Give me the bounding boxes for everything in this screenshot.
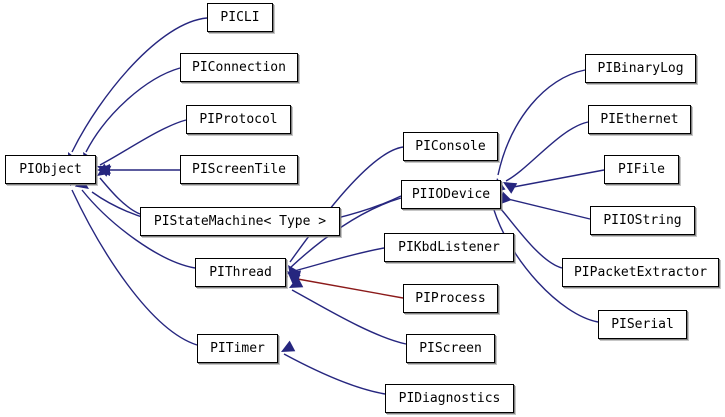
edge-p-piserial-io — [493, 209, 599, 323]
class-node-label: PIKbdListener — [398, 240, 500, 255]
edge-p-piprotocol — [99, 119, 187, 166]
class-node-label: PISerial — [611, 317, 674, 332]
edge-p-pifile-io — [507, 169, 605, 189]
class-node-picli[interactable]: PICLI — [207, 3, 273, 32]
class-node-label: PIScreen — [419, 341, 482, 356]
class-node-label: PIScreenTile — [192, 162, 286, 177]
class-node-piscreen[interactable]: PIScreen — [406, 334, 495, 363]
class-node-piconsole[interactable]: PIConsole — [403, 132, 498, 161]
class-node-pikbdlistener[interactable]: PIKbdListener — [384, 233, 514, 262]
class-node-label: PIConnection — [192, 60, 286, 75]
edge-p-pidiagnostics-tmr — [283, 353, 386, 395]
class-node-piobject[interactable]: PIObject — [5, 155, 96, 184]
class-node-piscreentile[interactable]: PIScreenTile — [180, 155, 298, 184]
class-node-label: PIIODevice — [411, 187, 491, 202]
class-node-pithread[interactable]: PIThread — [195, 258, 286, 287]
class-node-pipacketextractor[interactable]: PIPacketExtractor — [562, 258, 719, 287]
edge-p-piiostring-io — [507, 198, 591, 220]
class-node-piiodevice[interactable]: PIIODevice — [401, 180, 501, 209]
arrowhead-p-piscreen-thr — [289, 276, 304, 288]
class-node-piconnection[interactable]: PIConnection — [180, 53, 298, 82]
class-node-label: PIThread — [209, 265, 272, 280]
edge-p-picli — [71, 17, 208, 153]
edge-p-pistatemachine — [99, 177, 141, 215]
class-node-label: PITimer — [210, 341, 265, 356]
class-node-pifile[interactable]: PIFile — [604, 155, 679, 184]
arrowhead-p-pidiagnostics-tmr — [281, 340, 296, 352]
class-node-label: PIStateMachine< Type > — [153, 214, 327, 229]
class-node-piprotocol[interactable]: PIProtocol — [186, 105, 291, 134]
class-node-label: PIProtocol — [199, 112, 278, 127]
edge-p-piconnection — [85, 67, 181, 153]
edge-p-pipacketext-io — [499, 207, 563, 269]
edge-p-pikbdlistener-thr — [289, 247, 385, 273]
edge-p-piscreen-thr — [291, 289, 407, 345]
class-node-label: PIIOString — [603, 213, 682, 228]
class-node-label: PIPacketExtractor — [573, 265, 708, 280]
class-node-piserial[interactable]: PISerial — [598, 310, 687, 339]
class-node-label: PIObject — [19, 162, 82, 177]
arrowhead-p-pipacketext-io — [498, 191, 512, 205]
edge-p-piethernet-io — [505, 121, 589, 182]
class-node-piiostring[interactable]: PIIOString — [590, 206, 695, 235]
edge-p-pithread-obj — [81, 189, 196, 269]
class-node-piethernet[interactable]: PIEthernet — [588, 105, 691, 134]
class-node-pibinarylog[interactable]: PIBinaryLog — [585, 54, 696, 83]
edge-p-piprocess-thr — [291, 277, 404, 299]
edge-p-piconsole-thr — [289, 146, 404, 263]
class-node-label: PIDiagnostics — [398, 391, 501, 406]
edge-p-piiodevice-thr — [289, 197, 402, 269]
class-node-label: PICLI — [220, 10, 260, 25]
edge-p-pitimer-obj — [71, 189, 198, 346]
class-node-label: PIProcess — [415, 291, 486, 306]
class-node-piprocess[interactable]: PIProcess — [403, 284, 498, 313]
class-node-label: PIConsole — [415, 139, 486, 154]
class-node-label: PIFile — [618, 162, 665, 177]
class-node-pitimer[interactable]: PITimer — [197, 334, 278, 363]
arrowhead-p-piethernet-io — [503, 182, 518, 194]
class-node-label: PIEthernet — [600, 112, 679, 127]
edge-p-pibinarylog-io — [497, 69, 586, 176]
class-node-pidiagnostics[interactable]: PIDiagnostics — [385, 384, 514, 413]
class-node-label: PIBinaryLog — [597, 61, 684, 76]
arrowhead-p-pistatemachine — [97, 163, 112, 176]
class-node-pistatemachine[interactable]: PIStateMachine< Type > — [140, 207, 340, 236]
